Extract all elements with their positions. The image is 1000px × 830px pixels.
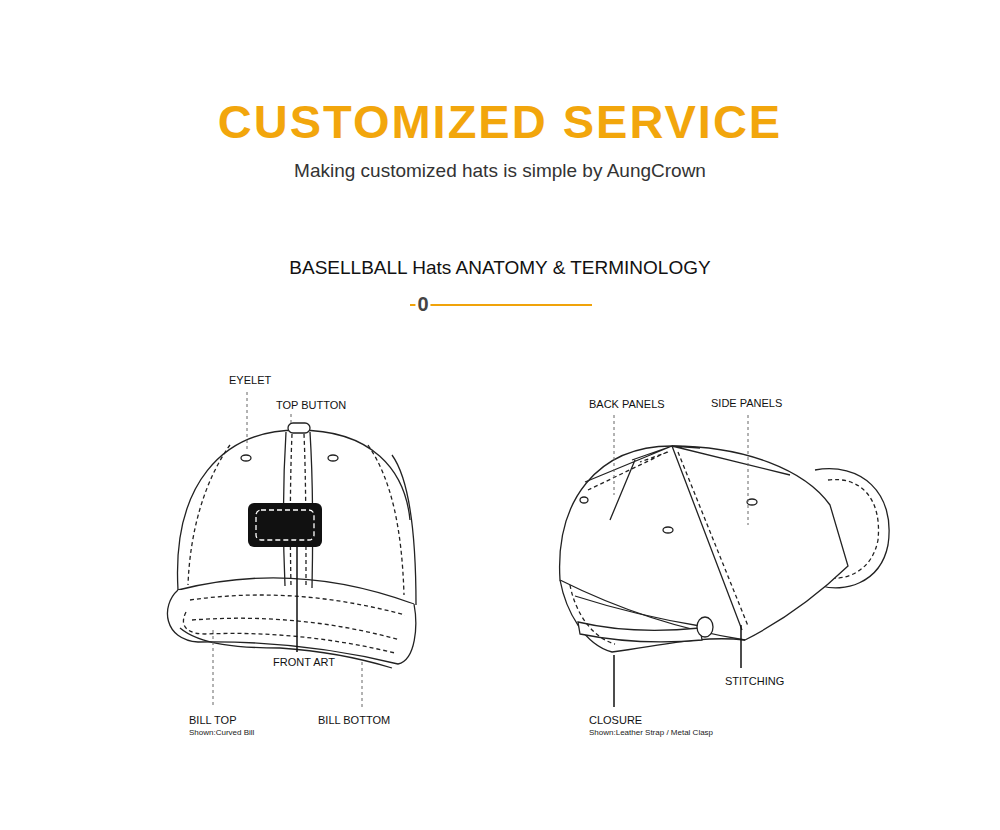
part-label: STITCHING bbox=[725, 675, 784, 688]
front-cap bbox=[167, 423, 416, 668]
part-label: BILL TOP bbox=[189, 714, 237, 727]
back-cap bbox=[560, 446, 890, 652]
part-label: BILL BOTTOM bbox=[318, 714, 390, 727]
section-heading: BASELLBALL Hats ANATOMY & TERMINOLOGY bbox=[289, 257, 710, 279]
front-art-patch bbox=[248, 503, 322, 547]
part-label: EYELET bbox=[229, 374, 271, 387]
subtitle: Making customized hats is simple by Aung… bbox=[294, 160, 706, 182]
part-note: Shown:Leather Strap / Metal Clasp bbox=[589, 728, 713, 737]
part-label: BACK PANELS bbox=[589, 398, 665, 411]
leader-lines bbox=[213, 392, 362, 710]
part-label: CLOSURE bbox=[589, 714, 642, 727]
part-label: FRONT ART bbox=[273, 656, 335, 669]
divider-line bbox=[410, 304, 592, 306]
divider-number: 0 bbox=[415, 293, 430, 316]
leader-lines bbox=[614, 415, 748, 707]
part-label: SIDE PANELS bbox=[711, 397, 782, 410]
patch-stitching bbox=[256, 510, 314, 540]
part-note: Shown:Curved Bill bbox=[189, 728, 254, 737]
part-label: TOP BUTTON bbox=[276, 399, 346, 412]
page-title: CUSTOMIZED SERVICE bbox=[218, 95, 782, 149]
